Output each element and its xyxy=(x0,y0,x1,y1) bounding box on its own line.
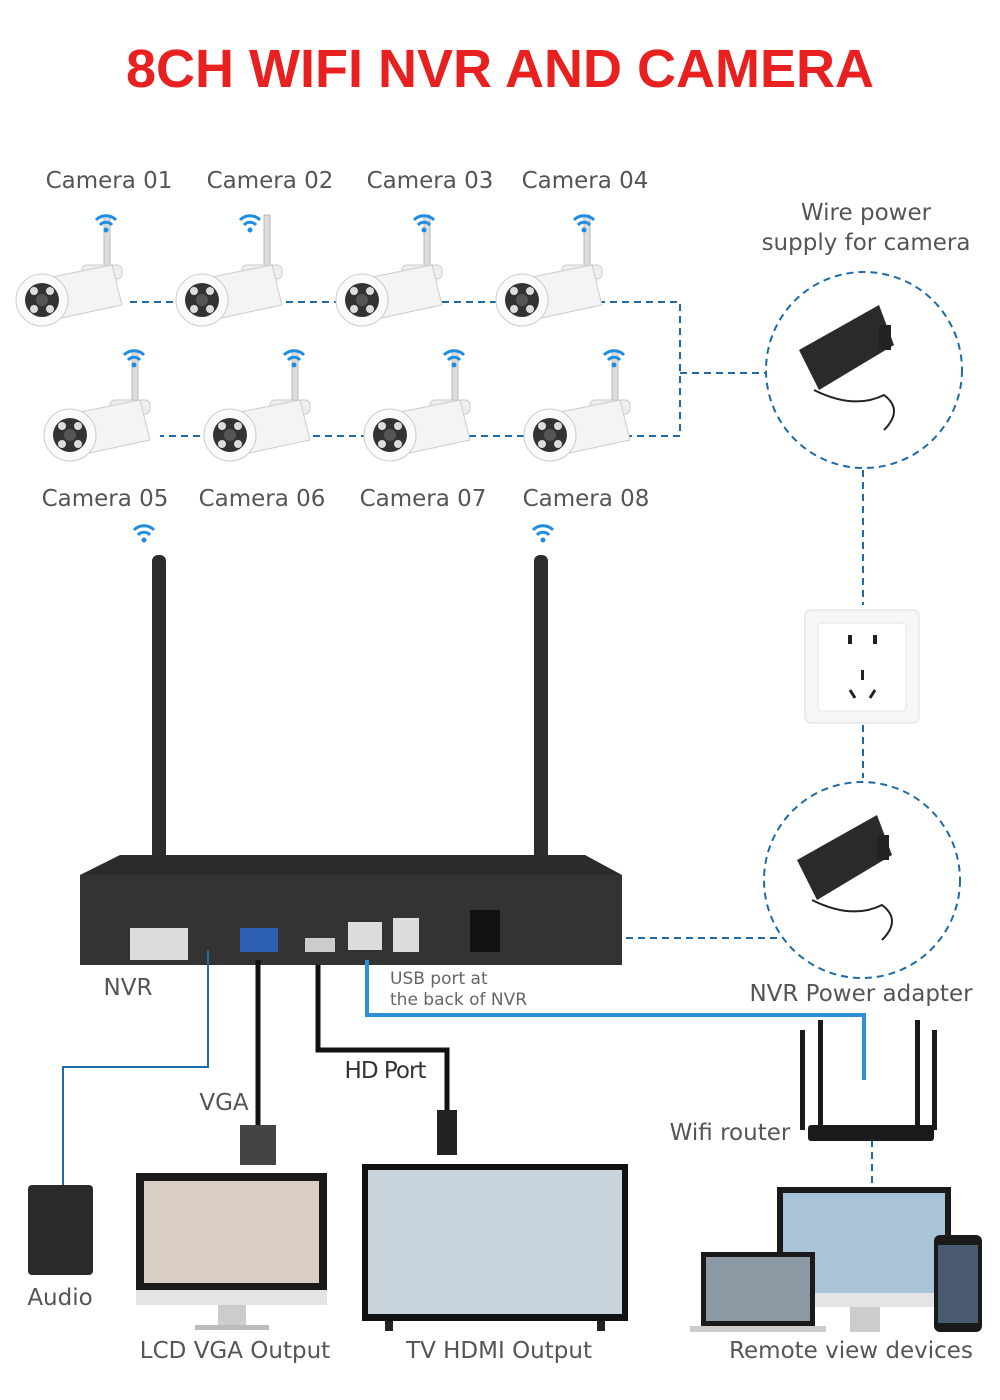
lcd-label: LCD VGA Output xyxy=(139,1338,331,1364)
wire-power-label-line2: supply for camera xyxy=(761,230,971,256)
usb-label-line2: the back of NVR xyxy=(390,990,528,1010)
camera-label: Camera 07 xyxy=(359,486,487,512)
camera-label: Camera 02 xyxy=(206,168,334,194)
camera-label: Camera 03 xyxy=(366,168,494,194)
camera-label: Camera 06 xyxy=(198,486,326,512)
nvr-label: NVR xyxy=(103,975,153,1001)
page-title: 8CH WIFI NVR AND CAMERA xyxy=(126,39,874,99)
camera-label: Camera 04 xyxy=(521,168,649,194)
remote-label: Remote view devices xyxy=(729,1338,973,1364)
camera-label: Camera 01 xyxy=(45,168,173,194)
hd-port-label: HD Port xyxy=(344,1058,427,1084)
wire-power-label-line1: Wire power xyxy=(800,200,932,226)
wifi-router-label: Wifi router xyxy=(669,1120,791,1146)
usb-label-line1: USB port at xyxy=(390,969,488,989)
nvr-power-label: NVR Power adapter xyxy=(749,981,973,1007)
camera-label: Camera 05 xyxy=(41,486,169,512)
audio-label: Audio xyxy=(27,1285,93,1311)
camera-label: Camera 08 xyxy=(522,486,650,512)
vga-label: VGA xyxy=(199,1090,249,1116)
tv-label: TV HDMI Output xyxy=(406,1338,592,1364)
